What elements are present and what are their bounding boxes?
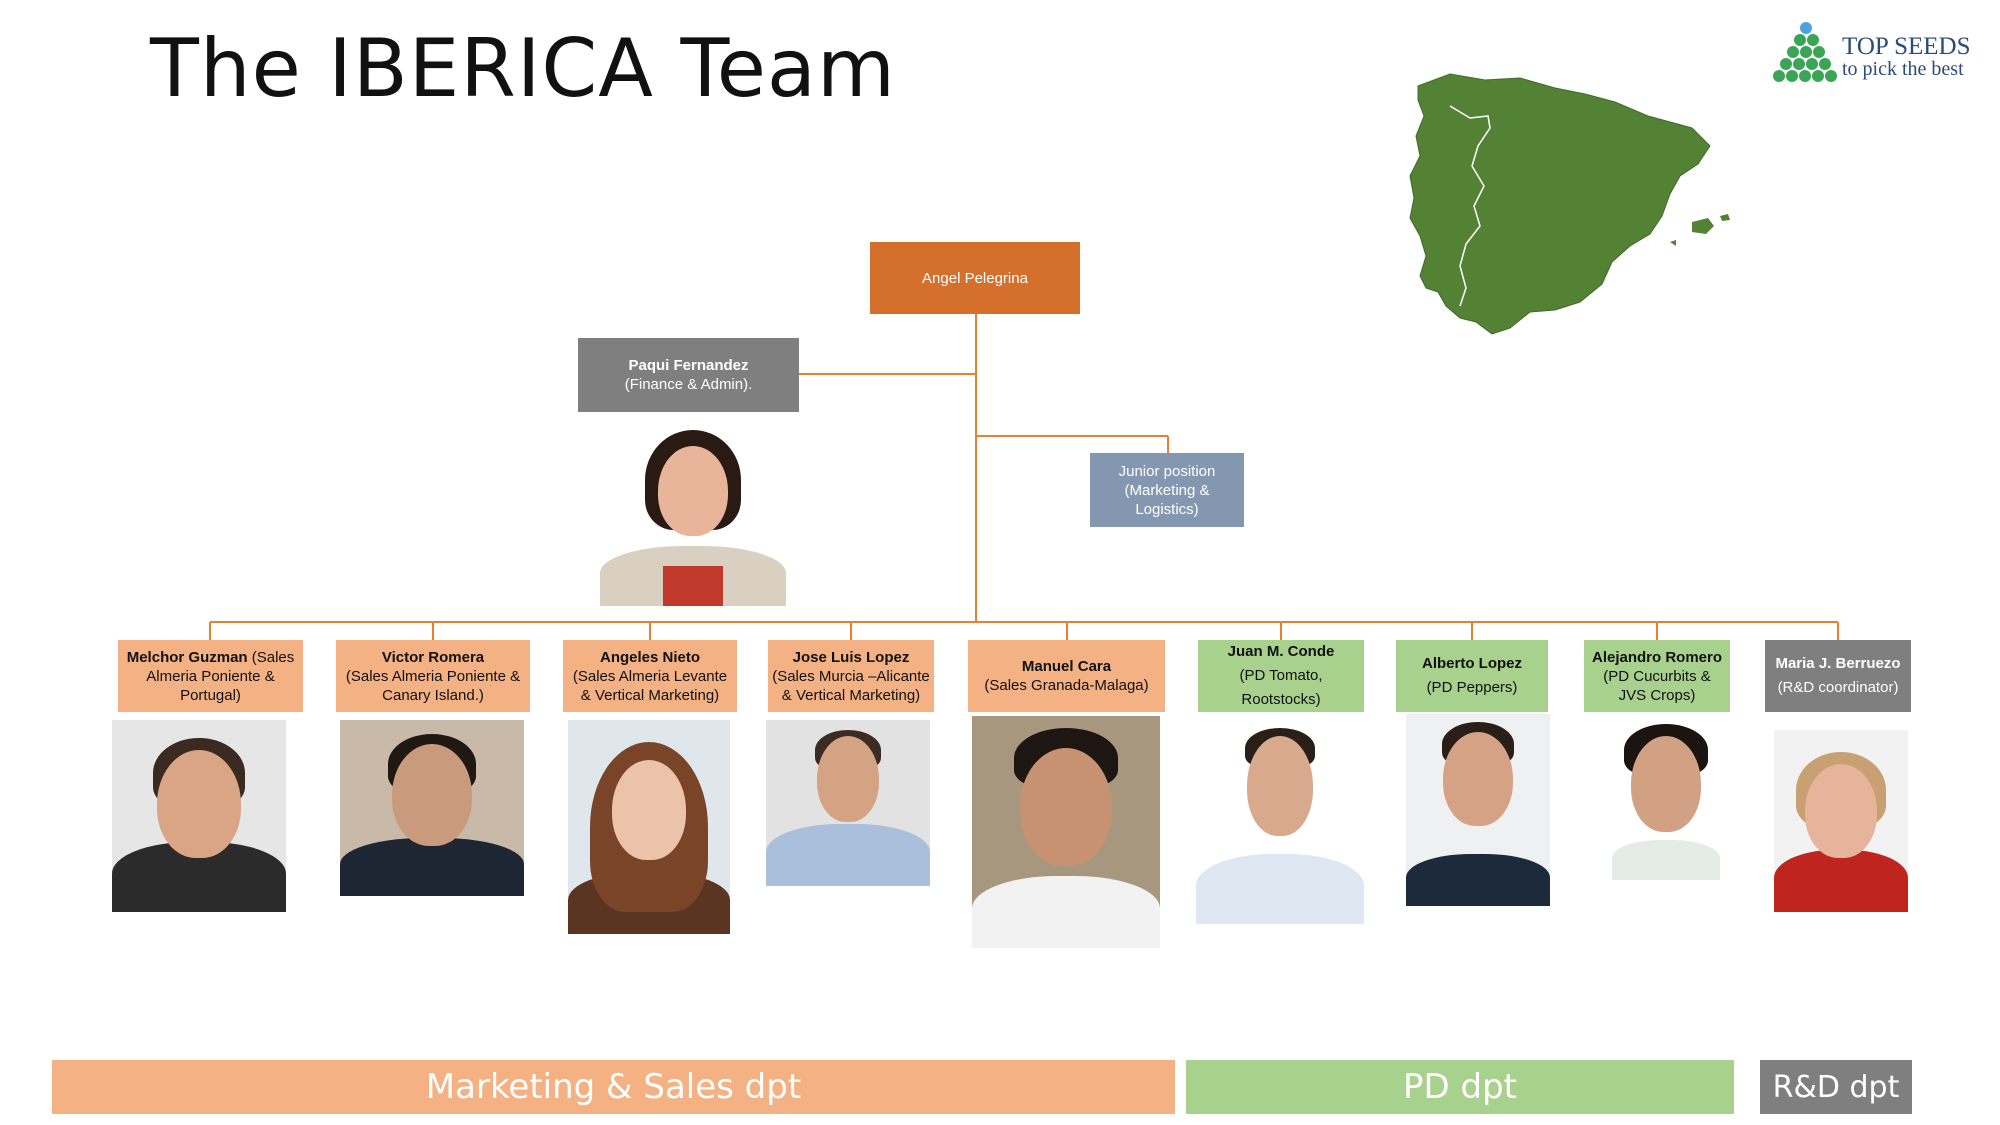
team-member-name: Jose Luis Lopez bbox=[792, 648, 910, 666]
photo-melchor-guzman bbox=[112, 720, 286, 912]
photo-jose-luis-lopez bbox=[766, 720, 930, 886]
team-member-role: (Sales Almeria Poniente & Canary Island.… bbox=[345, 667, 521, 704]
photo-juan-conde bbox=[1196, 726, 1364, 924]
team-member-role: (Sales Almeria Levante & Vertical Market… bbox=[572, 667, 728, 704]
iberia-map bbox=[1409, 73, 1730, 335]
chief-box: Angel Pelegrina bbox=[870, 242, 1080, 314]
team-member-role: (PD Cucurbits & JVS Crops) bbox=[1603, 667, 1711, 704]
team-member-name: Manuel Cara bbox=[1021, 658, 1112, 675]
team-member-name: Angeles Nieto bbox=[599, 648, 701, 666]
team-box-maria-berruezo: Maria J. Berruezo (R&D coordinator) bbox=[1765, 640, 1911, 712]
photo-alberto-lopez bbox=[1406, 714, 1550, 906]
junior-role: (Marketing & Logistics) bbox=[1124, 481, 1210, 518]
top-seeds-logo bbox=[1773, 22, 1837, 82]
dept-label: Marketing & Sales dpt bbox=[425, 1067, 802, 1107]
team-member-name: Alberto Lopez bbox=[1422, 655, 1522, 672]
team-box-juan-conde: Juan M. Conde (PD Tomato, Rootstocks) bbox=[1198, 640, 1364, 712]
junior-box: Junior position (Marketing & Logistics) bbox=[1090, 453, 1244, 527]
chief-name: Angel Pelegrina bbox=[922, 269, 1028, 287]
team-member-role: (Sales Almeria Poniente & Portugal) bbox=[146, 648, 295, 704]
team-box-manuel-cara: Manuel Cara (Sales Granada-Malaga) bbox=[968, 640, 1165, 712]
finance-box: Paqui Fernandez (Finance & Admin). bbox=[578, 338, 799, 412]
team-box-angeles-nieto: Angeles Nieto (Sales Almeria Levante & V… bbox=[563, 640, 737, 712]
team-member-role: (R&D coordinator) bbox=[1777, 679, 1899, 696]
finance-role: (Finance & Admin). bbox=[624, 376, 753, 393]
finance-name: Paqui Fernandez bbox=[628, 357, 749, 374]
finance-photo bbox=[600, 426, 786, 606]
team-member-role: (PD Peppers) bbox=[1426, 679, 1518, 696]
logo-text: TOP SEEDS to pick the best bbox=[1842, 33, 1971, 80]
page-title: The IBERICA Team bbox=[150, 22, 896, 115]
team-member-name: Melchor Guzman bbox=[126, 648, 248, 666]
photo-manuel-cara bbox=[972, 716, 1160, 948]
dept-marketing-sales: Marketing & Sales dpt bbox=[52, 1060, 1175, 1114]
team-member-name: Juan M. Conde bbox=[1227, 643, 1335, 660]
team-member-role: (Sales Granada-Malaga) bbox=[984, 677, 1149, 694]
team-member-role: (Sales Murcia –Alicante & Vertical Marke… bbox=[772, 667, 930, 704]
photo-victor-romera bbox=[340, 720, 524, 896]
photo-alejandro-romero bbox=[1612, 722, 1720, 880]
team-box-melchor-guzman: Melchor Guzman (Sales Almeria Poniente &… bbox=[118, 640, 303, 712]
team-member-name: Victor Romera bbox=[381, 648, 485, 666]
team-box-alejandro-romero: Alejandro Romero (PD Cucurbits & JVS Cro… bbox=[1584, 640, 1730, 712]
photo-angeles-nieto bbox=[568, 720, 730, 934]
dept-rd: R&D dpt bbox=[1760, 1060, 1912, 1114]
dept-pd: PD dpt bbox=[1186, 1060, 1734, 1114]
photo-maria-berruezo bbox=[1774, 730, 1908, 912]
team-box-victor-romera: Victor Romera (Sales Almeria Poniente & … bbox=[336, 640, 530, 712]
team-member-role: (PD Tomato, Rootstocks) bbox=[1239, 667, 1323, 708]
team-box-jose-luis-lopez: Jose Luis Lopez (Sales Murcia –Alicante … bbox=[768, 640, 934, 712]
logo-tagline: to pick the best bbox=[1842, 58, 1964, 80]
junior-name: Junior position bbox=[1118, 462, 1216, 480]
team-member-name: Maria J. Berruezo bbox=[1775, 655, 1901, 672]
dept-label: R&D dpt bbox=[1772, 1069, 1900, 1105]
dept-label: PD dpt bbox=[1403, 1067, 1517, 1107]
team-member-name: Alejandro Romero bbox=[1591, 648, 1723, 666]
logo-brand-name: TOP SEEDS bbox=[1842, 33, 1971, 60]
team-box-alberto-lopez: Alberto Lopez (PD Peppers) bbox=[1396, 640, 1548, 712]
